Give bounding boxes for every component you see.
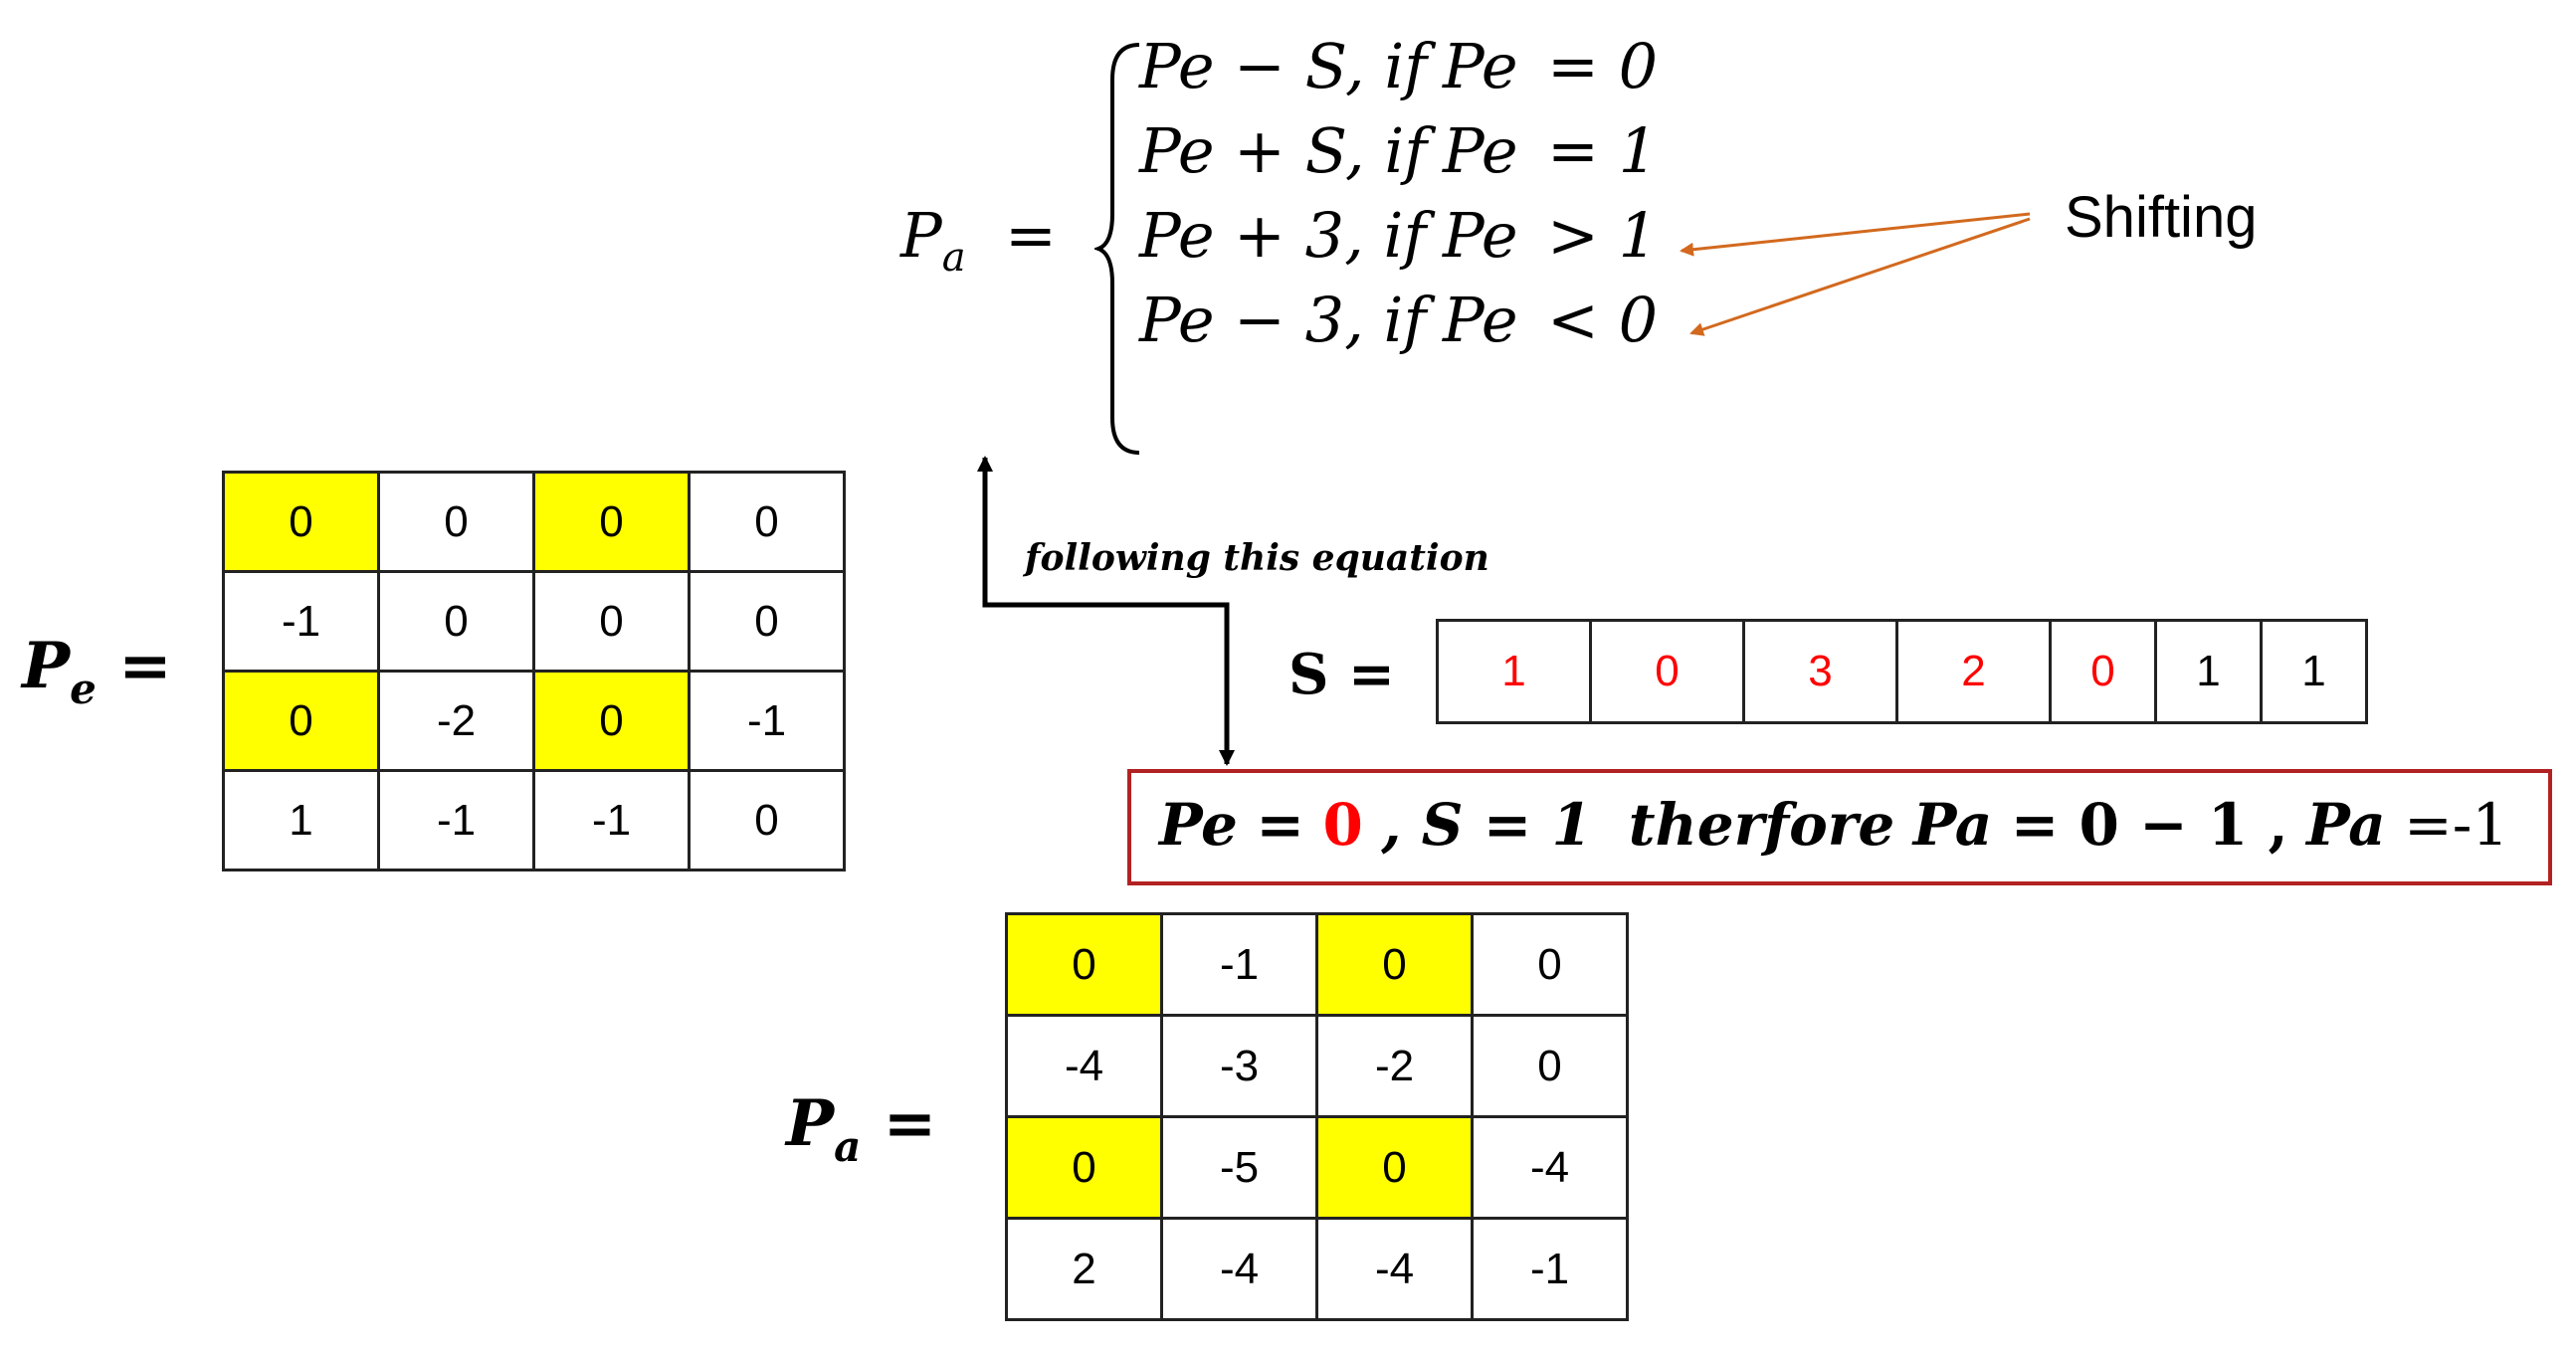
table-row: 0 -2 0 -1 bbox=[222, 670, 846, 772]
matrix-cell: 0 bbox=[688, 570, 846, 673]
matrix-cell: -3 bbox=[1160, 1014, 1318, 1118]
case-pe2: Pe bbox=[1443, 30, 1518, 102]
matrix-cell: 0 bbox=[532, 670, 691, 772]
example-zero: 0 bbox=[1322, 791, 1363, 859]
matrix-cell: -4 bbox=[1160, 1217, 1318, 1321]
case-cond: > 1 bbox=[1547, 199, 1659, 272]
matrix-cell: -1 bbox=[377, 769, 535, 871]
table-row: -1 0 0 0 bbox=[222, 570, 846, 673]
case-op: + S, if bbox=[1234, 114, 1428, 187]
matrix-cell: 0 bbox=[1005, 912, 1163, 1017]
table-row: 0 -5 0 -4 bbox=[1005, 1115, 1629, 1220]
example-equation-box: Pe = 0 , S = 1 therfore Pa = 0 − 1 , Pa … bbox=[1127, 769, 2552, 885]
case-pe: Pe bbox=[1139, 199, 1215, 272]
s-vector: 1 0 3 2 0 1 1 bbox=[1436, 619, 2368, 724]
matrix-cell: -2 bbox=[377, 670, 535, 772]
pe-matrix-label: Pe = bbox=[22, 629, 172, 713]
s-cell: 3 bbox=[1742, 619, 1898, 724]
example-pe: Pe bbox=[1159, 791, 1238, 859]
matrix-cell: 0 bbox=[377, 471, 535, 573]
case-cond: = 0 bbox=[1547, 30, 1659, 102]
matrix-cell: 0 bbox=[688, 471, 846, 573]
s-vector-label: S = bbox=[1288, 642, 1395, 707]
case-op: − S, if bbox=[1234, 30, 1428, 102]
pa-equation-lhs: Pa = bbox=[900, 199, 1057, 281]
matrix-cell: -1 bbox=[688, 670, 846, 772]
matrix-cell: 0 bbox=[222, 670, 380, 772]
matrix-cell: 0 bbox=[1315, 912, 1474, 1017]
example-s: , S = 1 bbox=[1381, 791, 1592, 859]
table-row: -4 -3 -2 0 bbox=[1005, 1014, 1629, 1118]
matrix-cell: -2 bbox=[1315, 1014, 1474, 1118]
case-cond: = 1 bbox=[1547, 114, 1659, 187]
pe-matrix: 0 0 0 0 -1 0 0 0 0 -2 0 -1 1 -1 -1 0 bbox=[222, 471, 846, 871]
matrix-cell: 0 bbox=[532, 471, 691, 573]
case-pe2: Pe bbox=[1443, 114, 1518, 187]
example-pa2: Pa bbox=[2306, 791, 2386, 859]
matrix-cell: -1 bbox=[1160, 912, 1318, 1017]
matrix-cell: -4 bbox=[1471, 1115, 1629, 1220]
following-label: following this equation bbox=[1025, 537, 1489, 579]
s-cell: 1 bbox=[2260, 619, 2368, 724]
shifting-label: Shifting bbox=[2065, 185, 2258, 250]
table-row: 2 -4 -4 -1 bbox=[1005, 1217, 1629, 1321]
matrix-cell: 0 bbox=[1471, 912, 1629, 1017]
shifting-arrows-icon bbox=[1680, 212, 2031, 336]
s-cell: 2 bbox=[1895, 619, 2052, 724]
case-pe: Pe bbox=[1139, 114, 1215, 187]
table-row: 0 -1 0 0 bbox=[1005, 912, 1629, 1017]
matrix-cell: 0 bbox=[222, 471, 380, 573]
example-pa: Pa bbox=[1912, 791, 1993, 859]
s-cell: 0 bbox=[2049, 619, 2157, 724]
equation-cases: Pe − S, if Pe = 0 Pe + S, if Pe = 1 Pe +… bbox=[0, 0, 2576, 418]
matrix-cell: -5 bbox=[1160, 1115, 1318, 1220]
example-result: =-1 bbox=[2404, 791, 2509, 859]
case-cond: < 0 bbox=[1547, 284, 1659, 356]
matrix-cell: -1 bbox=[532, 769, 691, 871]
table-row: 1 0 3 2 0 1 1 bbox=[1436, 619, 2368, 724]
example-eq: = bbox=[1256, 791, 1305, 859]
case-op: + 3, if bbox=[1234, 199, 1427, 272]
matrix-cell: 0 bbox=[377, 570, 535, 673]
table-row: 0 0 0 0 bbox=[222, 471, 846, 573]
matrix-cell: 0 bbox=[1005, 1115, 1163, 1220]
matrix-cell: 2 bbox=[1005, 1217, 1163, 1321]
matrix-cell: 0 bbox=[1471, 1014, 1629, 1118]
matrix-cell: -1 bbox=[222, 570, 380, 673]
matrix-cell: 0 bbox=[688, 769, 846, 871]
s-cell: 1 bbox=[2154, 619, 2263, 724]
case-op: − 3, if bbox=[1234, 284, 1427, 356]
case-pe: Pe bbox=[1139, 30, 1215, 102]
case-pe2: Pe bbox=[1443, 199, 1518, 272]
pa-matrix: 0 -1 0 0 -4 -3 -2 0 0 -5 0 -4 2 -4 -4 -1 bbox=[1005, 912, 1629, 1321]
matrix-cell: -4 bbox=[1315, 1217, 1474, 1321]
example-therefore: therfore bbox=[1628, 791, 1895, 859]
matrix-cell: -1 bbox=[1471, 1217, 1629, 1321]
matrix-cell: -4 bbox=[1005, 1014, 1163, 1118]
case-pe: Pe bbox=[1139, 284, 1215, 356]
connector-arrow-icon bbox=[977, 456, 1235, 766]
matrix-cell: 0 bbox=[1315, 1115, 1474, 1220]
pa-matrix-label: Pa = bbox=[786, 1086, 937, 1171]
example-expr: = 0 − 1 , bbox=[2010, 791, 2288, 859]
s-cell: 0 bbox=[1589, 619, 1745, 724]
piecewise-brace-icon bbox=[1094, 43, 1140, 455]
matrix-cell: 1 bbox=[222, 769, 380, 871]
matrix-cell: 0 bbox=[532, 570, 691, 673]
table-row: 1 -1 -1 0 bbox=[222, 769, 846, 871]
s-cell: 1 bbox=[1436, 619, 1592, 724]
case-pe2: Pe bbox=[1443, 284, 1518, 356]
